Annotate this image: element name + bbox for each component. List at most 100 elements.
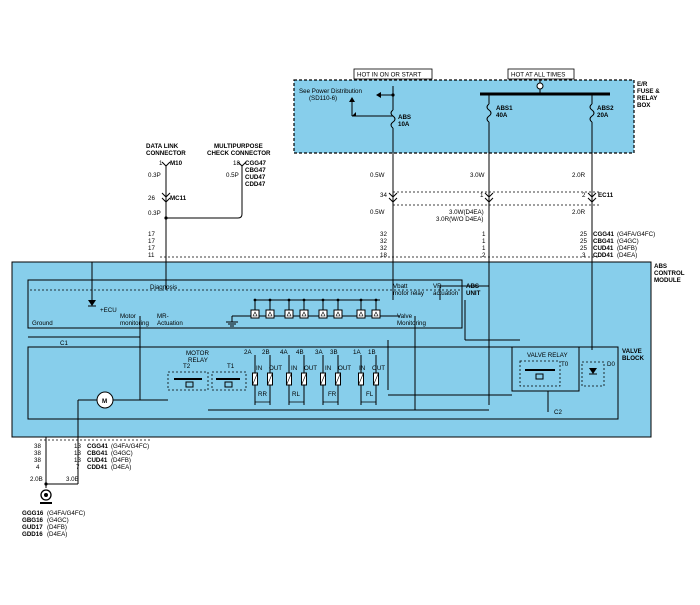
b-variant-2: (G4GC) — [111, 450, 133, 457]
g-variant-2: (G4GC) — [47, 517, 69, 524]
wire-30r-wo: 3.0R(W/O D4EA) — [436, 216, 483, 223]
valve-drivers — [250, 298, 381, 319]
mpc-name-4: CDD47 — [245, 181, 266, 188]
tm-pin-a3: 32 — [380, 245, 387, 252]
w-left: 2.0B — [30, 476, 43, 483]
fuse-box-title-3: RELAY — [637, 95, 658, 102]
pin-2: 2 — [582, 192, 586, 199]
fuse-abs1-name: ABS1 — [496, 105, 513, 112]
valve-block — [27, 346, 619, 420]
t0-label: T0 — [561, 361, 569, 368]
g-variant-1: (G4FA/G4FC) — [47, 510, 85, 517]
mpc-title-1: MULTIPURPOSE — [214, 143, 263, 150]
module-title-2: CONTROL — [654, 270, 685, 277]
d0-label: D0 — [607, 361, 615, 368]
w-right: 3.0B — [66, 476, 79, 483]
dlc-title-2: CONNECTOR — [146, 150, 186, 157]
b-pin-l2: 38 — [34, 450, 41, 457]
relay-t1 — [211, 371, 247, 391]
valve-driver-4 — [318, 309, 328, 319]
tr-pin-1: 25 — [580, 231, 587, 238]
pin-34: 34 — [380, 192, 387, 199]
fuse-box-title-2: FUSE & — [637, 88, 660, 95]
ecu-diode-icon — [88, 300, 96, 306]
diagnosis-label: Diagnosis — [150, 284, 177, 291]
hot-always-label: HOT AT ALL TIMES — [511, 72, 565, 79]
valve-id-6: 1A — [353, 349, 361, 356]
fuse-relay-box — [293, 79, 635, 154]
hot-always-label-box — [507, 68, 575, 80]
motor-label: M — [102, 398, 107, 405]
valve-id-3: 4B — [296, 349, 304, 356]
tr-pin-4: 3 — [582, 252, 586, 259]
b-name-1: CGG41 — [87, 443, 109, 450]
fuse-abs1-amp: 40A — [496, 112, 508, 119]
tm-pin-a4: 18 — [380, 252, 387, 259]
motor-mon-1: Motor — [120, 313, 136, 320]
top-variant-3: (D4FB) — [617, 245, 637, 252]
vbatt-label-1: Vbatt — [393, 283, 408, 290]
pin-1: 1 — [480, 192, 484, 199]
dlc-wire-1: 0.3P — [148, 172, 161, 179]
mc11-label: MC11 — [170, 195, 187, 202]
valve-driver-0 — [250, 309, 260, 319]
abs-unit-box — [27, 279, 463, 329]
g-name-4: GDD16 — [22, 531, 43, 538]
valve-id-5: 3B — [330, 349, 338, 356]
vr-label-1: VR- — [433, 283, 444, 290]
tm-pin-a2: 32 — [380, 238, 387, 245]
hot-ign-label: HOT IN ON OR START — [357, 72, 422, 79]
solenoid-valves — [252, 355, 379, 405]
abs-unit-title-2: UNIT — [466, 290, 481, 297]
fuse-abs-icon — [390, 109, 396, 129]
wire-30w-d4ea: 3.0W(D4EA) — [449, 209, 484, 216]
arrow-left-icon — [376, 92, 381, 98]
motor-relay-1: MOTOR — [186, 350, 209, 357]
tl-pin-1: 17 — [148, 231, 155, 238]
wire-20r-a: 2.0R — [572, 172, 586, 179]
tr-pin-3: 25 — [580, 245, 587, 252]
valve-io-4: IN — [325, 365, 331, 372]
diode-d0 — [581, 361, 605, 387]
b-pin-l4: 4 — [36, 464, 40, 471]
valve-io-0: IN — [256, 365, 262, 372]
relay-t0 — [519, 360, 561, 387]
see-power-dist-2: (SD110-6) — [309, 95, 337, 102]
valve-driver-3 — [299, 309, 309, 319]
valve-driver-6 — [356, 309, 366, 319]
tl-pin-2: 17 — [148, 238, 155, 245]
valve-id-1: 2B — [262, 349, 270, 356]
b-name-3: CUD41 — [87, 457, 108, 464]
fuse-abs2-amp: 20A — [597, 112, 609, 119]
tm-pin-b2: 1 — [482, 238, 486, 245]
valve-driver-5 — [333, 309, 343, 319]
g-name-1: GGG16 — [22, 510, 44, 517]
valve-driver-2 — [284, 309, 294, 319]
top-name-2: CBG41 — [593, 238, 614, 245]
valve-io-2: IN — [291, 365, 297, 372]
wire-20r-b: 2.0R — [572, 209, 586, 216]
tm-pin-b4: 2 — [482, 252, 486, 259]
mpc-title-2: CHECK CONNECTOR — [207, 150, 271, 157]
valve-driver-7 — [371, 309, 381, 319]
top-name-4: CDD41 — [593, 252, 614, 259]
fuse-abs-name: ABS — [398, 114, 411, 121]
valve-io-5: OUT — [338, 365, 351, 372]
valve-id-4: 3A — [315, 349, 323, 356]
valve-driver-1 — [265, 309, 275, 319]
wheel-fl: FL — [366, 391, 374, 398]
abs-control-module — [11, 261, 652, 438]
c2-label: C2 — [554, 409, 562, 416]
diode-icon — [589, 368, 597, 374]
valve-block-title-1: VALVE — [622, 348, 642, 355]
valve-io-6: IN — [359, 365, 365, 372]
fuse-abs2-name: ABS2 — [597, 105, 614, 112]
mr-act-2: Actuation — [157, 320, 183, 327]
c1-label: C1 — [60, 340, 68, 347]
module-title-1: ABS — [654, 263, 667, 270]
see-power-dist-1: See Power Distribution — [299, 88, 362, 95]
valve-relay-label: VALVE RELAY — [527, 352, 568, 359]
mr-act-1: MR- — [157, 313, 169, 320]
wheel-rl: RL — [292, 391, 300, 398]
relay-t2 — [167, 371, 209, 391]
